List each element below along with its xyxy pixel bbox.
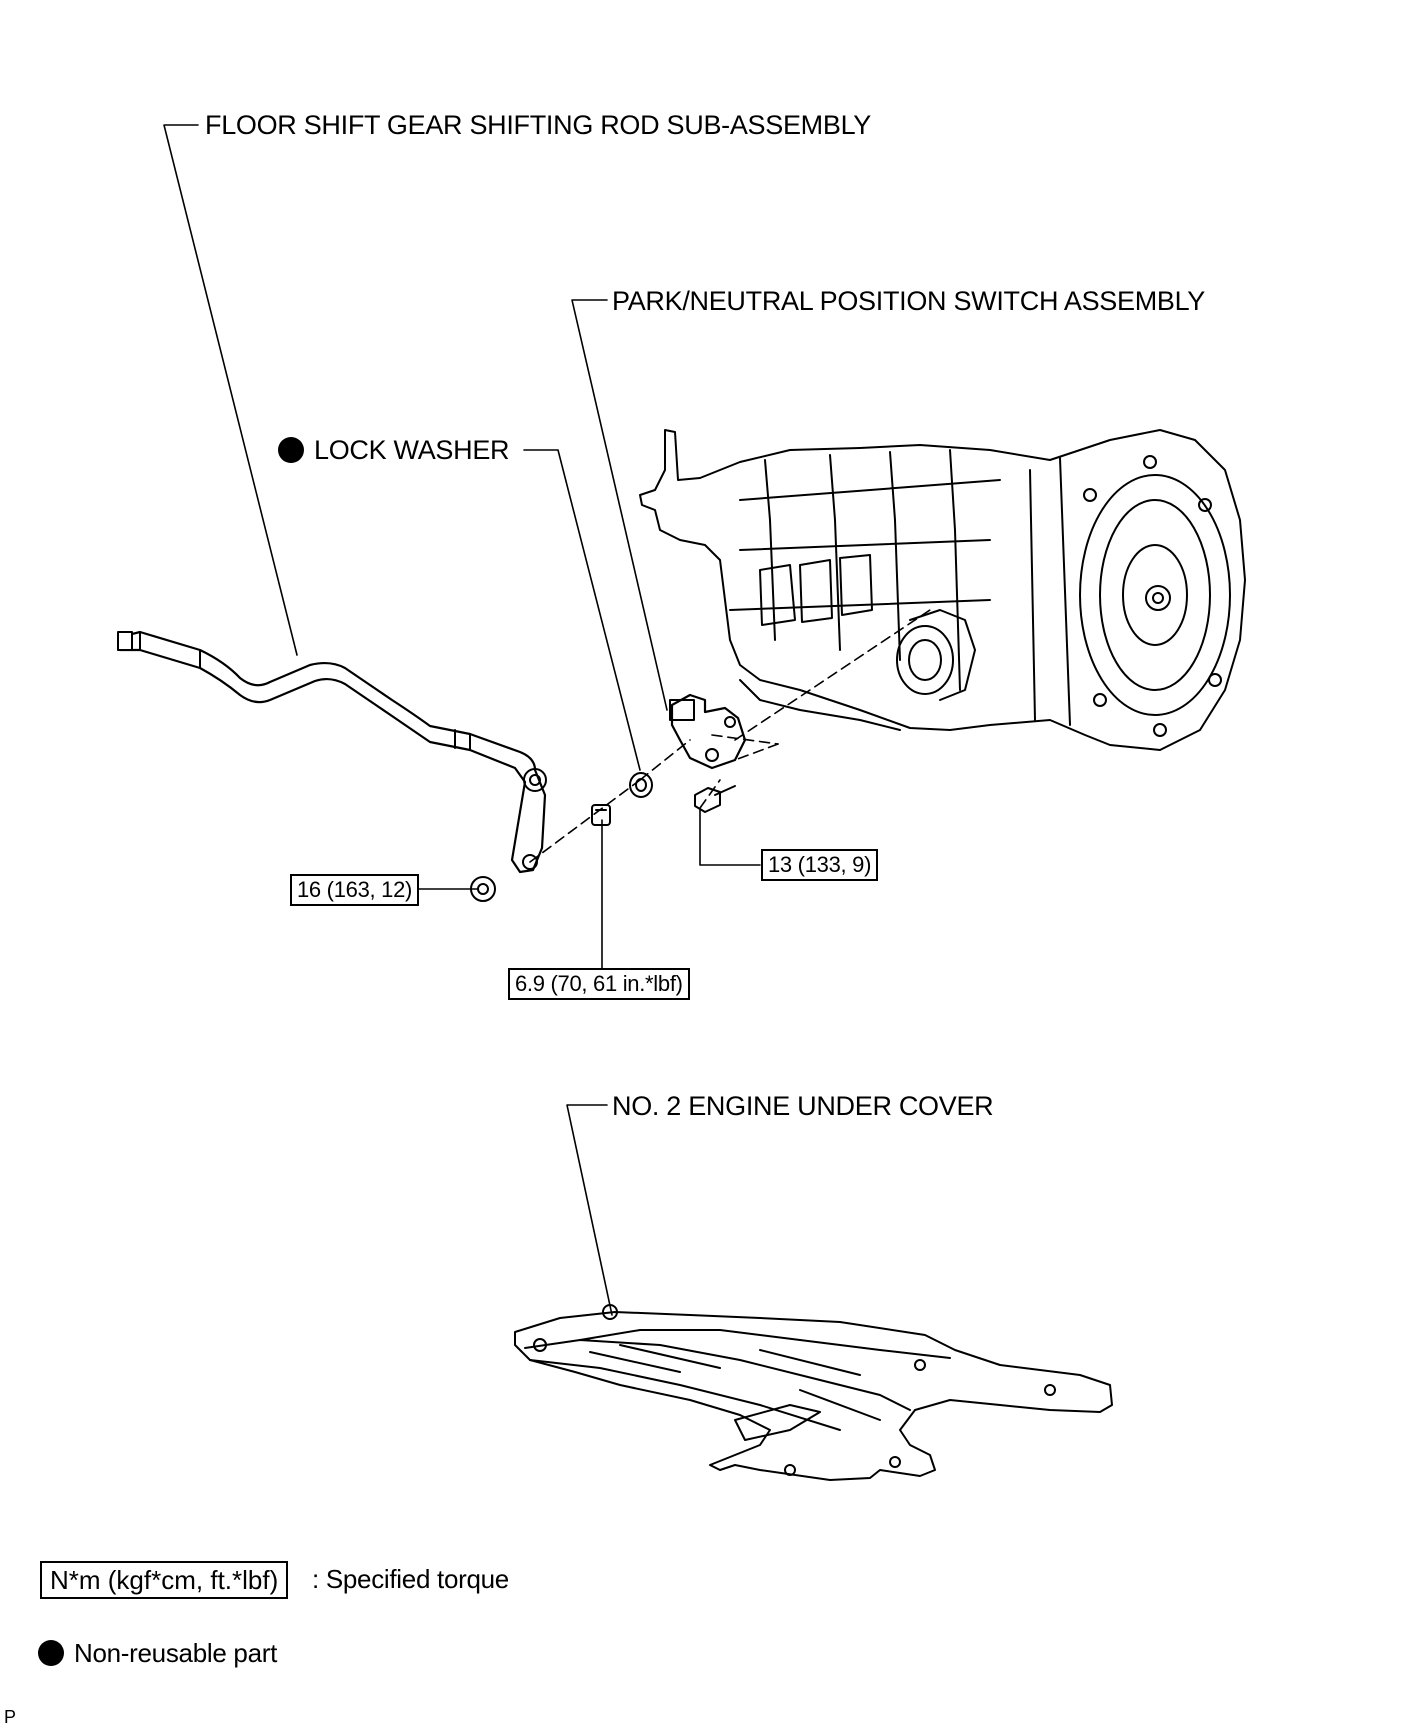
legend-torque-text: : Specified torque (312, 1564, 509, 1594)
transmission-drawing (639, 429, 1246, 751)
under-cover-label: NO. 2 ENGINE UNDER COVER (612, 1091, 994, 1121)
torque-box-shaft-nut: 6.9 (70, 61 in.*lbf) (508, 968, 690, 1000)
torque-box-rod-nut: 16 (163, 12) (290, 874, 420, 906)
small-parts (591, 693, 747, 826)
legend-torque-box: N*m (kgf*cm, ft.*lbf) (40, 1561, 289, 1599)
lock-washer-callout: LOCK WASHER (278, 435, 510, 465)
torque-box-switch-bolt: 13 (133, 9) (761, 849, 879, 881)
legend-nonreusable-text: Non-reusable part (74, 1638, 278, 1668)
shift-rod-drawing (117, 630, 547, 902)
lock-washer-label: LOCK WASHER (314, 435, 510, 465)
non-reusable-dot-icon (278, 436, 304, 463)
legend-nonreusable: Non-reusable part (38, 1640, 277, 1668)
rod-label: FLOOR SHIFT GEAR SHIFTING ROD SUB-ASSEMB… (205, 110, 871, 140)
legend-dot-icon (38, 1640, 64, 1667)
under-cover-drawing (514, 1304, 1113, 1481)
alignment-lines (529, 609, 931, 863)
footer-code: P (4, 1707, 16, 1727)
leader-lines (163, 124, 761, 1316)
switch-label: PARK/NEUTRAL POSITION SWITCH ASSEMBLY (612, 286, 1206, 316)
